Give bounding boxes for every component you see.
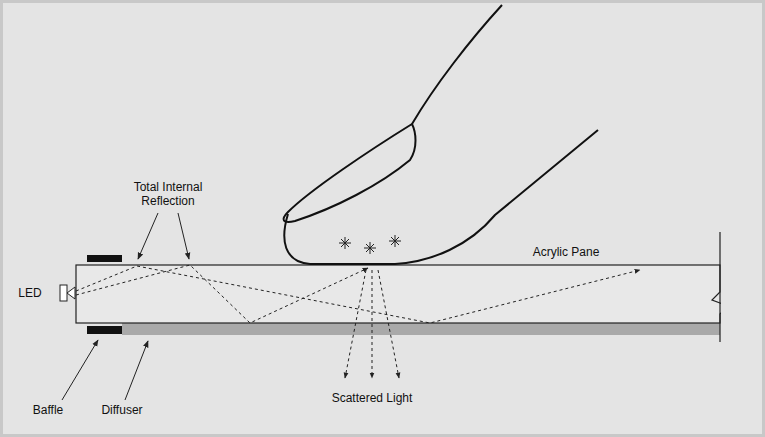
- leader-arrow: [62, 340, 98, 400]
- baffle-top: [87, 255, 122, 262]
- led-body: [60, 285, 67, 301]
- leader-arrow: [125, 341, 148, 400]
- part-label: Diffuser: [101, 403, 142, 417]
- light-ray: [76, 266, 640, 323]
- baffle-bottom: [87, 326, 122, 334]
- background: [3, 3, 762, 434]
- scattered-ray: [345, 270, 366, 378]
- diffuser-strip: [122, 323, 720, 335]
- scattered-ray: [378, 270, 399, 378]
- light-ray: [76, 265, 368, 323]
- finger-outline: [284, 130, 598, 264]
- part-label: Total Internal Reflection: [118, 180, 218, 208]
- part-label: Acrylic Pane: [533, 245, 600, 259]
- acrylic-pane: [76, 265, 720, 323]
- part-label: Scattered Light: [332, 391, 413, 405]
- led-lens: [67, 287, 75, 299]
- finger-outline: [412, 5, 502, 124]
- leader-arrow: [178, 213, 189, 259]
- part-label: Baffle: [33, 403, 63, 417]
- break-cover: [721, 264, 761, 344]
- leader-arrow: [138, 213, 158, 259]
- scatter-sparkles: [339, 235, 401, 254]
- fingernail: [284, 124, 416, 222]
- part-label: LED: [18, 286, 41, 300]
- scattered-ray: [372, 270, 373, 378]
